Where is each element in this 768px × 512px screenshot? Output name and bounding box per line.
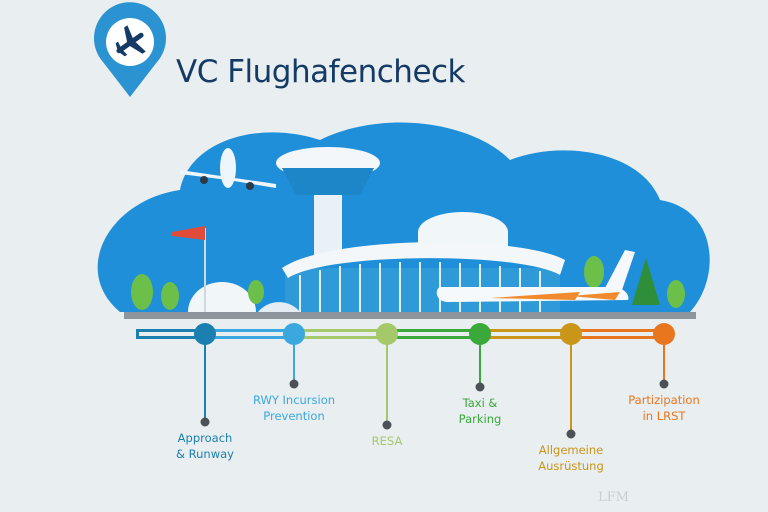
step-label: Approach & Runway — [135, 430, 275, 462]
step-dot — [566, 429, 576, 439]
watermark: LFM — [598, 490, 629, 505]
step-label-line: RESA — [371, 434, 403, 448]
step-dot — [289, 379, 299, 389]
step-dot — [659, 379, 669, 389]
step-dot — [200, 417, 210, 427]
windsock — [172, 226, 206, 312]
airplane-map-pin-icon — [94, 2, 166, 97]
step-node[interactable] — [283, 323, 305, 345]
step-node[interactable] — [653, 323, 675, 345]
step-label: Partizipation in LRST — [594, 392, 734, 424]
timeline-segment-inner — [139, 332, 205, 336]
step-label-line: & Runway — [176, 447, 234, 461]
step-node[interactable] — [469, 323, 491, 345]
flying-airplane — [180, 148, 276, 190]
step-node[interactable] — [560, 323, 582, 345]
step-label-line: Partizipation — [628, 393, 700, 407]
step-node[interactable] — [194, 323, 216, 345]
page-title: VC Flughafencheck — [176, 54, 466, 90]
timeline-segment-inner — [390, 332, 480, 336]
step-node[interactable] — [376, 323, 398, 345]
trees — [131, 256, 685, 310]
timeline-segment-inner — [574, 332, 664, 336]
ground — [124, 312, 696, 319]
timeline-segment-inner — [297, 332, 387, 336]
step-label-line: Ausrüstung — [538, 459, 604, 473]
step-dot — [475, 382, 485, 392]
step-label-line: Prevention — [263, 409, 325, 423]
step-label: Taxi & Parking — [410, 395, 550, 427]
timeline-segment-inner — [208, 332, 294, 336]
step-label-line: RWY Incursion — [252, 393, 336, 407]
timeline-segment-inner — [483, 332, 571, 336]
parked-airplane — [436, 250, 635, 302]
step-label-line: in LRST — [642, 409, 686, 423]
step-label-line: Parking — [458, 412, 502, 426]
step-dot — [382, 420, 392, 430]
timeline — [136, 323, 675, 439]
step-label-line: Allgemeine — [538, 443, 604, 457]
control-tower — [276, 147, 380, 260]
step-label-line: Approach — [177, 431, 233, 445]
step-label: RESA — [317, 433, 457, 449]
step-label-line: Taxi & — [462, 396, 498, 410]
hangar — [258, 302, 300, 312]
